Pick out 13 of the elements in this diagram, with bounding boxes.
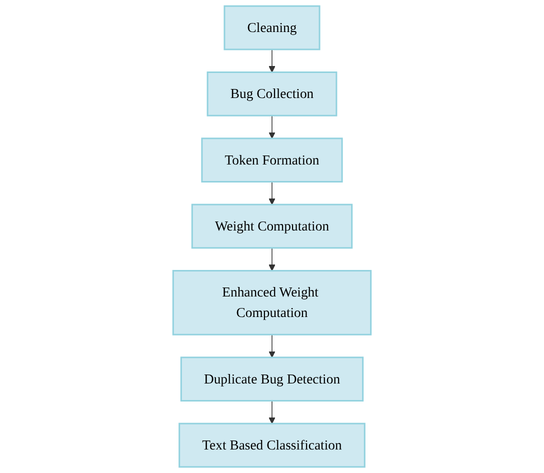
node-box: Text Based Classification	[178, 422, 366, 468]
node-box: Cleaning	[224, 5, 320, 50]
node-box: Enhanced Weight Computation	[172, 270, 372, 336]
node-box: Token Formation	[201, 138, 343, 182]
node-box: Bug Collection	[206, 71, 338, 116]
node-box: Weight Computation	[191, 204, 353, 249]
arrow	[268, 181, 276, 205]
arrow	[268, 334, 276, 358]
arrow	[268, 400, 276, 424]
node-box: Duplicate Bug Detection	[180, 356, 364, 402]
arrow	[268, 115, 276, 139]
arrow	[268, 49, 276, 73]
arrow	[268, 248, 276, 272]
